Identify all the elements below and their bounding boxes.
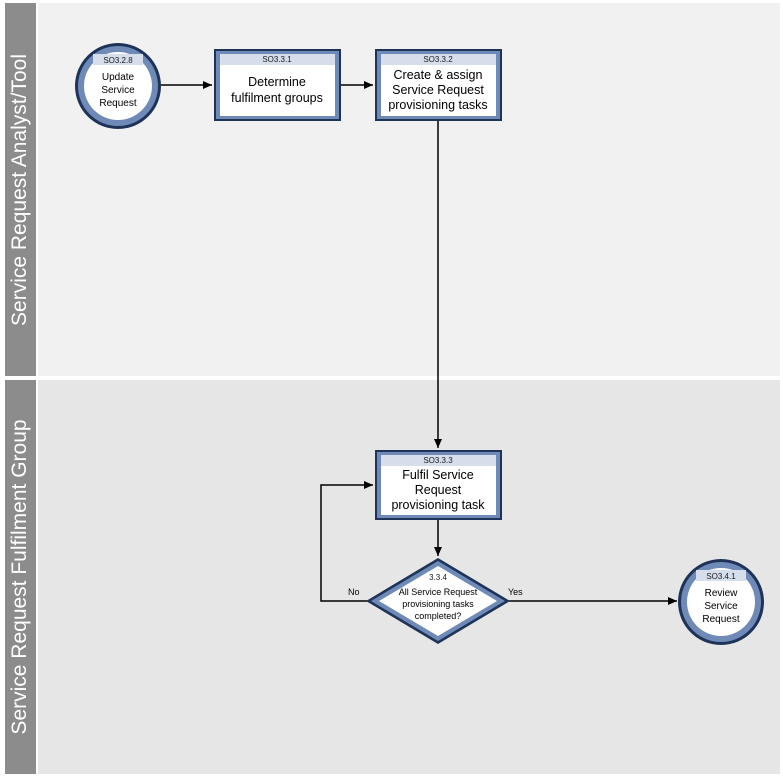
lane-header bbox=[5, 3, 36, 376]
edge-decision-no-loop bbox=[320, 481, 373, 602]
node-code: 3.3.4 bbox=[429, 573, 447, 582]
node-text-line: provisioning tasks bbox=[388, 98, 487, 112]
node-text-line: Create & assign bbox=[394, 68, 483, 82]
node-fulfil-provisioning-task[interactable]: SO3.3.3 Fulfil Service Request provision… bbox=[375, 450, 502, 520]
lane-label: Service Request Analyst/Tool bbox=[8, 54, 31, 326]
node-text-line: Service Request bbox=[392, 83, 484, 97]
node-text-line: fulfilment groups bbox=[231, 91, 323, 105]
node-text-line: Review bbox=[705, 588, 739, 599]
node-code: SO3.4.1 bbox=[706, 572, 736, 581]
node-code: SO3.3.2 bbox=[423, 55, 453, 64]
node-code: SO3.2.8 bbox=[103, 56, 133, 65]
node-update-service-request[interactable]: SO3.2.8 Update Service Request bbox=[75, 43, 161, 129]
node-text-line: Determine bbox=[248, 75, 306, 89]
node-text-line: Request bbox=[99, 98, 136, 109]
lane-label: Service Request Fulfilment Group bbox=[8, 419, 31, 734]
node-text-line: completed? bbox=[415, 611, 462, 621]
edges: No Yes bbox=[161, 81, 677, 605]
node-code: SO3.3.3 bbox=[423, 456, 453, 465]
node-code: SO3.3.1 bbox=[262, 55, 292, 64]
node-create-assign-provisioning-tasks[interactable]: SO3.3.2 Create & assign Service Request … bbox=[375, 49, 502, 121]
swimlane-fulfilment-group: Service Request Fulfilment Group bbox=[5, 380, 780, 774]
node-text-line: Update bbox=[102, 72, 135, 83]
node-decision-all-tasks-completed[interactable]: 3.3.4 All Service Request provisioning t… bbox=[366, 558, 510, 644]
node-text-line: provisioning task bbox=[391, 498, 485, 512]
node-text-line: All Service Request bbox=[399, 587, 478, 597]
node-text-line: Request bbox=[702, 614, 739, 625]
lane-header bbox=[5, 380, 36, 774]
node-text-line: Fulfil Service bbox=[402, 468, 474, 482]
node-determine-fulfilment-groups[interactable]: SO3.3.1 Determine fulfilment groups bbox=[214, 49, 341, 121]
node-review-service-request[interactable]: SO3.4.1 Review Service Request bbox=[678, 559, 764, 645]
node-text-line: Service bbox=[101, 85, 135, 96]
branch-label-yes: Yes bbox=[508, 587, 523, 597]
branch-label-no: No bbox=[348, 587, 360, 597]
node-text-line: Service bbox=[704, 601, 738, 612]
node-text-line: Request bbox=[415, 483, 462, 497]
node-text-line: provisioning tasks bbox=[402, 599, 474, 609]
